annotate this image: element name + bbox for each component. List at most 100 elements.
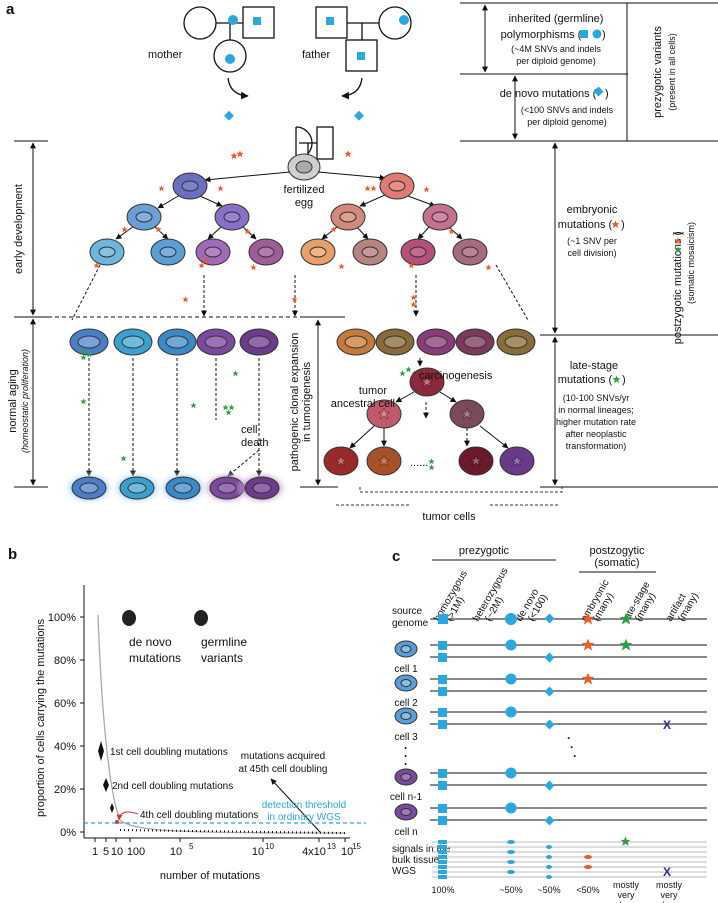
mother-dot-2 (399, 15, 409, 25)
diamond-1st (98, 741, 104, 761)
xtick-5: 5 (103, 846, 109, 858)
pct-embryonic: <50% (576, 885, 599, 895)
bulk-signals: signals in the bulk tissue WGS X 100% ~5… (392, 836, 707, 903)
ann-1st: 1st cell doubling mutations (110, 747, 228, 758)
father-square-2 (326, 17, 334, 25)
postzygotic-3: (somatic mosaicism) (686, 222, 696, 304)
pct-art-3: low (662, 900, 676, 903)
late-4: (10-100 SNVs/yr (563, 393, 630, 403)
c-prezygotic: prezygotic (459, 545, 510, 557)
row-cell3: cell 3 (394, 732, 418, 743)
ytick-0: 0% (60, 827, 76, 839)
row-cell2: cell 2 (394, 698, 418, 709)
legend-germline-2: variants (201, 651, 243, 665)
late-6: higher mutation rate (556, 417, 636, 427)
denovo-4: per diploid genome) (527, 117, 607, 127)
ytick-100: 100% (48, 612, 76, 624)
right-brackets (460, 2, 718, 488)
panel-b-label: b (8, 546, 17, 563)
xtick-4e13: 4x10 (302, 846, 326, 858)
b-ylabel: proportion of cells carrying the mutatio… (35, 618, 47, 817)
embryonic-5: cell division) (567, 248, 616, 258)
de-novo-diamond (224, 110, 234, 121)
child-square (357, 52, 365, 60)
cell-rows: cell 1 cell 2 X cell 3 · · · · · · (390, 638, 707, 838)
carcinogenesis-label: carcinogenesis (419, 370, 493, 382)
row-source-1: source (392, 606, 422, 617)
pct-art-2: very (660, 890, 678, 900)
dotted-tail (119, 829, 346, 834)
normal-aging-sub: (homeostatic proliferation) (20, 349, 30, 453)
inherited-2: polymorphisms ( (501, 29, 582, 41)
postzygotic-1: postzygotic mutations ( (672, 231, 684, 344)
diamond-2nd (103, 778, 109, 792)
panel-b: b 100% 80% 60% 40% 20% 0% 1 5 10 100 (8, 546, 366, 882)
vdots-6: · (573, 749, 577, 763)
pct-late-3: low (619, 900, 633, 903)
tissue-cells (69, 328, 536, 356)
fertilized-label-2: egg (295, 197, 313, 209)
tumor-ancestral-1: tumor (359, 385, 387, 397)
pct-hetero: ~50% (499, 885, 522, 895)
cells-gen1 (89, 172, 488, 266)
inherited-3: ) (602, 29, 606, 41)
panel-c: c prezygotic postzogytic (somatic) homoz… (390, 545, 707, 903)
xtick-1e15-exp: 15 (352, 842, 361, 851)
xtick-100: 100 (127, 846, 145, 858)
row-cell1: cell 1 (394, 664, 418, 675)
vdots-4: · (567, 731, 571, 745)
denovo-3: (<100 SNVs and indels (521, 105, 614, 115)
normal-aging-label: normal aging (7, 369, 19, 433)
pct-art-1: mostly (656, 880, 683, 890)
father-label: father (302, 49, 330, 61)
cell-death-2: death (241, 437, 269, 449)
artifact-x-cell3: X (663, 718, 671, 732)
panel-a-label: a (6, 1, 15, 18)
diamond-3rd (110, 803, 114, 813)
artifact-x-bulk: X (663, 865, 671, 879)
pathogenic-label-2: in tumorigenesis (301, 361, 313, 442)
early-development-label: early development (13, 184, 25, 274)
late-2: mutations ( (558, 374, 613, 386)
child-dot (225, 54, 235, 64)
signals-3: WGS (392, 866, 416, 877)
late-3: ) (622, 374, 626, 386)
row-celln1: cell n-1 (390, 792, 423, 803)
fertilized-label-1: fertilized (284, 184, 325, 196)
ytick-80: 80% (54, 655, 76, 667)
ann-2nd: 2nd cell doubling mutations (112, 781, 233, 792)
denovo-1: de novo mutations ( (500, 88, 597, 100)
pedigree (183, 6, 412, 160)
vdots-3: · (404, 757, 408, 771)
embryonic-4: (~1 SNV per (567, 236, 617, 246)
xtick-1e10: 10 (252, 846, 264, 858)
xtick-1e10-exp: 10 (265, 842, 274, 851)
postzygotic-2: ) (672, 231, 684, 235)
vdots-1: · (404, 741, 408, 755)
prezygotic-label: prezygotic variants (652, 26, 664, 118)
late-5: in normal lineages; (558, 405, 634, 415)
xtick-1: 1 (92, 846, 98, 858)
b-axes (80, 585, 350, 842)
inherited-4: (~4M SNVs and indels (511, 44, 601, 54)
ytick-40: 40% (54, 741, 76, 753)
aged-cells (62, 470, 289, 506)
embryonic-2: mutations ( (558, 219, 613, 231)
pct-denovo: ~50% (537, 885, 560, 895)
vdots-2: · (404, 749, 408, 763)
legend-germline-1: germline (201, 635, 247, 649)
late-8: transformation) (566, 441, 627, 451)
xtick-1e5-exp: 5 (189, 842, 194, 851)
mother-label: mother (148, 49, 183, 61)
cell-death-1: cell (241, 424, 258, 436)
tumor-arrows (349, 391, 509, 449)
late-1: late-stage (570, 360, 618, 372)
xtick-1e5: 10 (170, 846, 182, 858)
legend-denovo-2: mutations (129, 651, 181, 665)
late-7: after neoplastic (565, 429, 627, 439)
embryonic-1: embryonic (567, 204, 618, 216)
denovo-marker (122, 610, 136, 626)
lineage-arrows (71, 171, 529, 321)
pct-late-1: mostly (613, 880, 640, 890)
